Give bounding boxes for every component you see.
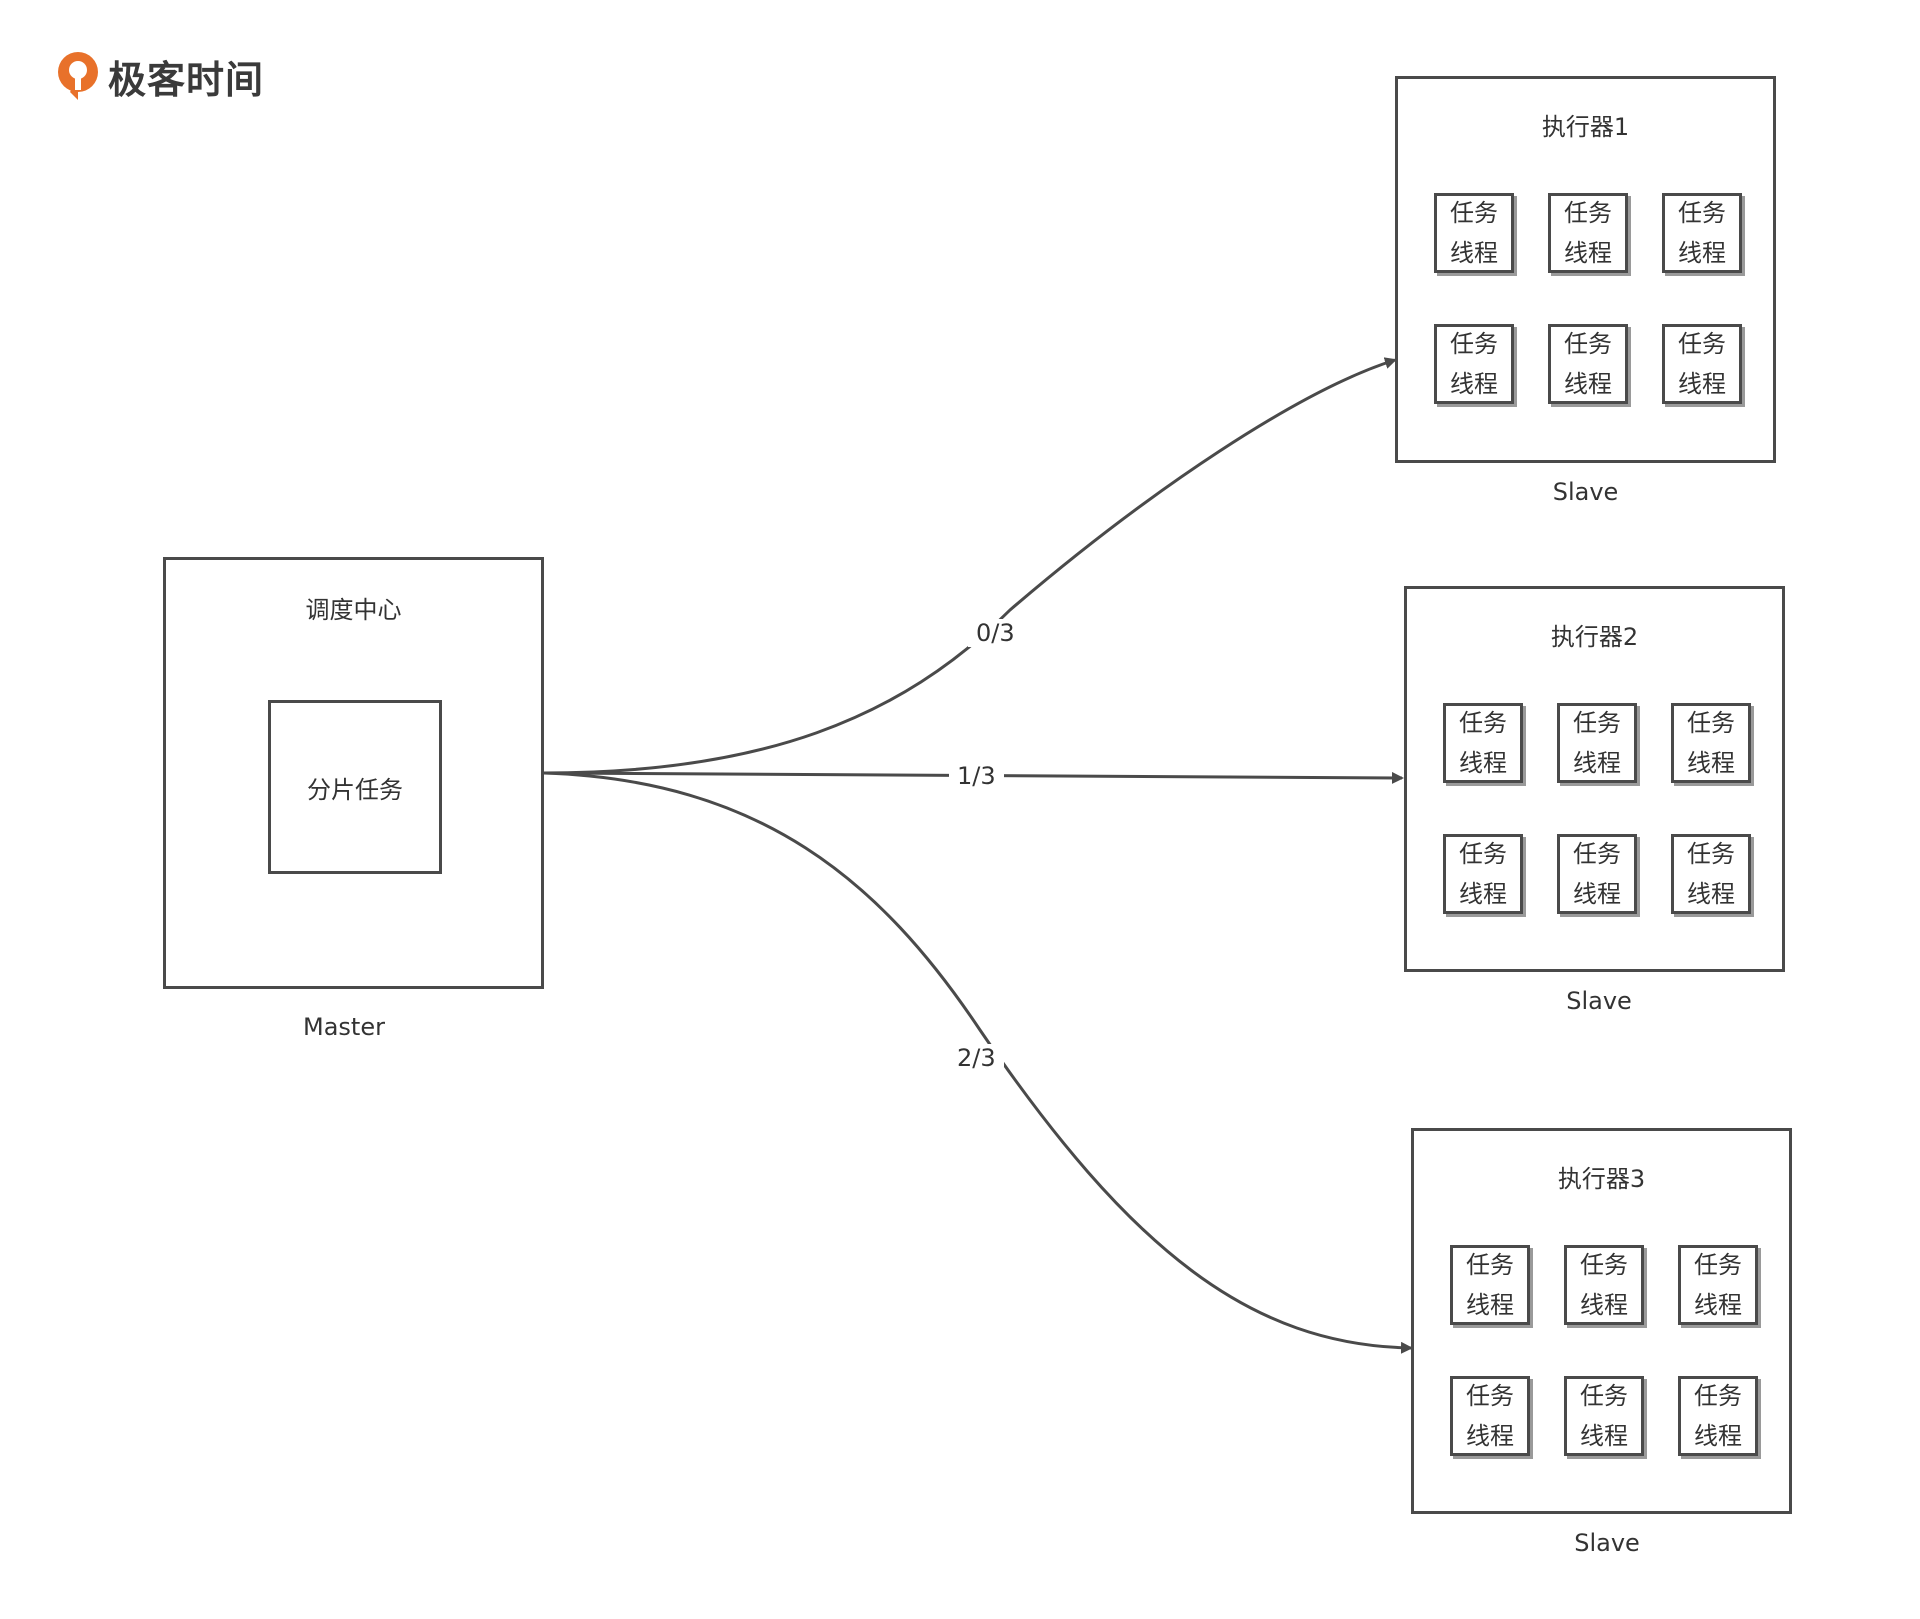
task-thread-2-1: 任务线程: [1443, 703, 1523, 783]
task-thread-2-5: 任务线程: [1557, 834, 1637, 914]
task-thread-3-3: 任务线程: [1678, 1245, 1758, 1325]
executor-1-title: 执行器1: [1541, 113, 1630, 141]
executor-2-caption: Slave: [1566, 987, 1632, 1015]
brand-logo: 极客时间: [54, 46, 264, 106]
executor-3: 执行器3 任务线程 任务线程 任务线程 任务线程 任务线程 任务线程: [1411, 1128, 1792, 1514]
task-thread-1-6: 任务线程: [1662, 324, 1742, 404]
executor-2: 执行器2 任务线程 任务线程 任务线程 任务线程 任务线程 任务线程: [1404, 586, 1785, 972]
edge-label-2-3: 2/3: [949, 1044, 1004, 1072]
task-thread-3-6: 任务线程: [1678, 1376, 1758, 1456]
task-thread-1-5: 任务线程: [1548, 324, 1628, 404]
shard-task-label: 分片任务: [307, 775, 403, 804]
master-caption: Master: [303, 1013, 385, 1041]
executor-1-caption: Slave: [1552, 478, 1619, 506]
edge-label-0-3: 0/3: [968, 619, 1023, 647]
task-thread-1-1: 任务线程: [1434, 193, 1514, 273]
brand-name: 极客时间: [108, 57, 265, 102]
executor-1: 执行器1 任务线程 任务线程 任务线程 任务线程 任务线程 任务线程: [1395, 76, 1776, 463]
task-thread-3-2: 任务线程: [1564, 1245, 1644, 1325]
edge-master-executor-1: [543, 357, 1397, 775]
task-thread-1-3: 任务线程: [1662, 193, 1742, 273]
master-node: 调度中心 分片任务: [163, 557, 544, 989]
task-thread-1-2: 任务线程: [1548, 193, 1628, 273]
master-title: 调度中心: [305, 596, 402, 624]
task-thread-2-6: 任务线程: [1671, 834, 1751, 914]
brand-mark-icon: [58, 52, 98, 100]
shard-task-box: 分片任务: [268, 700, 442, 874]
edge-label-1-3: 1/3: [949, 762, 1004, 790]
task-thread-2-2: 任务线程: [1557, 703, 1637, 783]
executor-3-caption: Slave: [1574, 1529, 1640, 1557]
task-thread-3-1: 任务线程: [1450, 1245, 1530, 1325]
task-thread-3-5: 任务线程: [1564, 1376, 1644, 1456]
task-thread-2-3: 任务线程: [1671, 703, 1751, 783]
edge-master-executor-3: [543, 771, 1413, 1354]
executor-3-title: 执行器3: [1557, 1165, 1646, 1193]
executor-2-title: 执行器2: [1550, 623, 1639, 651]
task-thread-1-4: 任务线程: [1434, 324, 1514, 404]
task-thread-3-4: 任务线程: [1450, 1376, 1530, 1456]
task-thread-2-4: 任务线程: [1443, 834, 1523, 914]
